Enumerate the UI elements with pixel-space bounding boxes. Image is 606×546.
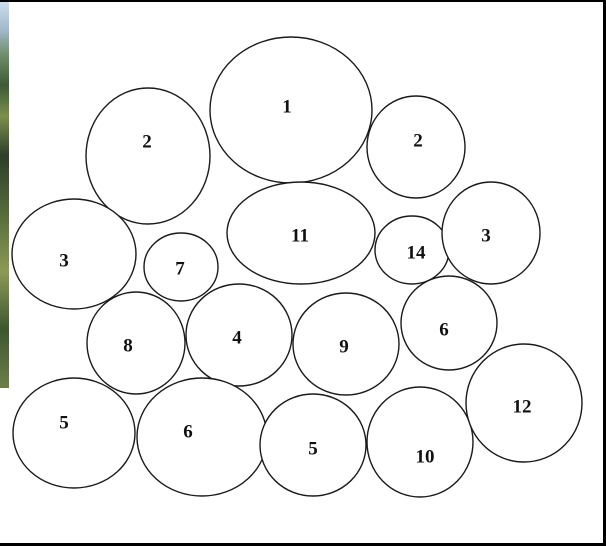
circle-3-left: 3 <box>12 199 136 309</box>
circle-label: 6 <box>439 320 449 341</box>
circle-label: 11 <box>291 226 309 247</box>
circle-label: 6 <box>183 422 193 443</box>
circle-6-right: 6 <box>401 276 497 370</box>
circle-label: 14 <box>407 243 427 264</box>
circle-2-right: 2 <box>367 96 465 198</box>
circle-1: 1 <box>210 37 372 183</box>
circle-label: 3 <box>59 251 69 272</box>
circle-10: 10 <box>367 387 473 497</box>
circle-14: 14 <box>375 216 449 284</box>
circle-5-right: 5 <box>260 394 366 496</box>
circle-9: 9 <box>293 293 399 395</box>
circle-11: 11 <box>227 182 375 284</box>
circle-7: 7 <box>144 233 218 301</box>
circle-label: 5 <box>308 439 318 460</box>
circle-label: 7 <box>175 259 185 280</box>
circle-label: 4 <box>232 328 242 349</box>
circle-label: 3 <box>481 226 491 247</box>
circle-label: 8 <box>123 336 133 357</box>
circle-5-left: 5 <box>13 378 135 488</box>
circle-6-left: 6 <box>137 378 267 496</box>
circle-4: 4 <box>186 284 292 386</box>
circle-label: 1 <box>282 97 292 118</box>
circle-label: 2 <box>413 131 423 152</box>
circle-label: 5 <box>59 413 69 434</box>
circle-label: 12 <box>513 397 532 418</box>
circle-2-left: 2 <box>86 88 210 224</box>
circle-label: 9 <box>339 337 349 358</box>
circle-label: 10 <box>416 447 435 468</box>
circle-8: 8 <box>87 292 185 394</box>
circle-3-right: 3 <box>442 182 540 284</box>
circle-label: 2 <box>142 132 152 153</box>
circle-12: 12 <box>466 344 582 462</box>
